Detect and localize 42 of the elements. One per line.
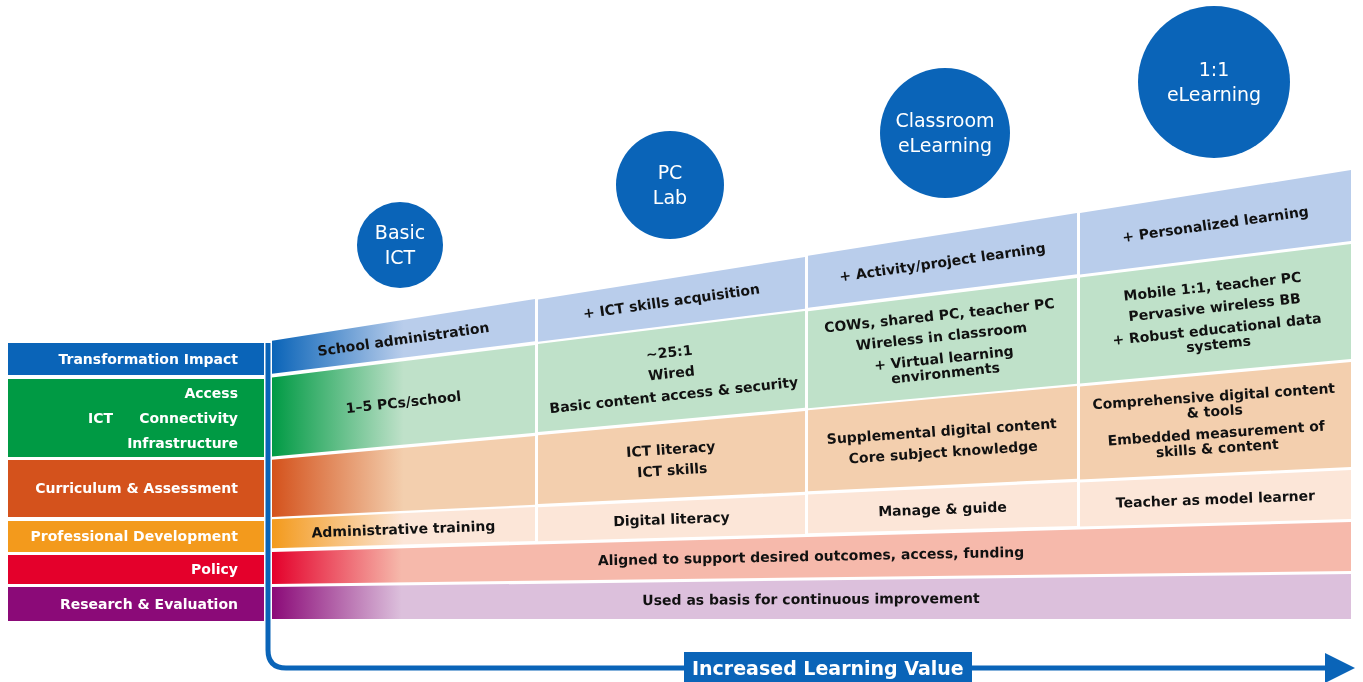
table-cell: [537, 411, 805, 505]
row-header-text: Transformation Impact: [58, 349, 238, 369]
cell-text: Administrative training: [310, 518, 496, 541]
stage-label: Classroom eLearning: [894, 108, 996, 158]
stage-header-cell: [537, 256, 805, 342]
axis-label: Increased Learning Value: [684, 652, 972, 682]
cell-text: Manage & guide: [877, 499, 1007, 520]
row-header-text: Policy: [191, 560, 238, 579]
row-header-text: Research & Evaluation: [59, 594, 238, 614]
cell-text: Teacher as model learner: [1115, 487, 1315, 511]
cell-text: Embedded measurement of skills & content: [1105, 417, 1326, 463]
table-cell: [1079, 469, 1351, 527]
cell-text: Aligned to support desired outcomes, access, funding: [597, 545, 1025, 569]
row-header-text: ICT: [88, 408, 114, 428]
table-cell: [1079, 243, 1351, 384]
cell-text: 1–5 PCs/school: [344, 389, 462, 417]
row-header: [8, 343, 264, 375]
row-header: [8, 379, 264, 457]
row-header-text: Professional Development: [30, 527, 238, 546]
row-header-text: Connectivity: [139, 408, 238, 428]
cell-text: ICT skills: [636, 461, 708, 482]
stage-label: 1:1 eLearning: [1165, 57, 1263, 107]
table-cell: [1079, 361, 1351, 480]
row-header: [8, 587, 264, 621]
cell-text: ~25:1: [644, 342, 693, 363]
row-header-text: Curriculum & Assessment: [35, 479, 238, 498]
row-header-text: Access: [184, 383, 238, 403]
stage-label: PC Lab: [651, 160, 689, 210]
row-header: [8, 521, 264, 552]
stage-label: Basic ICT: [373, 220, 427, 270]
table-cell: [537, 494, 805, 542]
table-cell: [807, 482, 1077, 534]
cell-text: ICT literacy: [625, 439, 716, 461]
cell-text: Digital literacy: [612, 509, 730, 530]
cell-text: + ICT skills acquisition: [581, 281, 761, 322]
cell-text: Wired: [646, 363, 695, 385]
row-header-text: Infrastructure: [127, 433, 238, 453]
row-header: [8, 460, 264, 517]
table-cell: [807, 386, 1077, 492]
row-band: [271, 573, 1351, 619]
cell-text: Used as basis for continuous improvement: [642, 590, 980, 609]
row-header: [8, 555, 264, 584]
